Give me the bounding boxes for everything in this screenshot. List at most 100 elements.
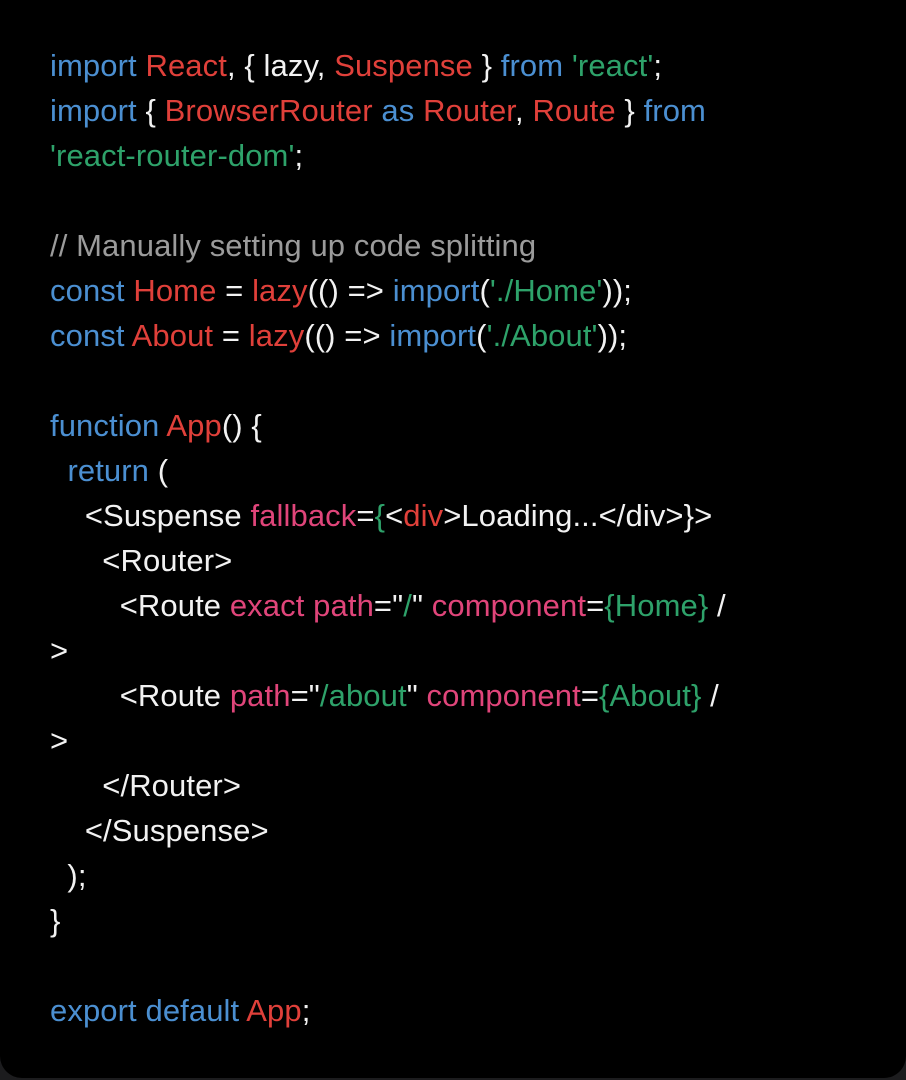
code-token-txt: <Suspense	[50, 498, 251, 533]
code-token-str: './About'	[486, 318, 598, 353]
code-token-txt: ="	[290, 678, 320, 713]
code-token-txt: "	[406, 678, 427, 713]
code-token-txt	[125, 318, 132, 353]
code-line: >	[50, 628, 890, 673]
code-token-id: BrowserRouter	[164, 93, 373, 128]
code-line: }	[50, 898, 890, 943]
code-token-txt: >	[50, 723, 69, 758]
code-token-str: {About}	[599, 678, 702, 713]
code-token-txt: ));	[602, 273, 632, 308]
code-line: >	[50, 718, 890, 763]
code-token-txt: , { lazy,	[226, 48, 335, 83]
code-token-kw: import	[389, 318, 477, 353]
code-token-attr: fallback	[250, 498, 357, 533]
code-token-txt: <Route	[50, 588, 230, 623]
code-token-attr: path	[229, 678, 291, 713]
code-token-attr: component	[426, 678, 581, 713]
code-token-txt: <Router>	[50, 543, 233, 578]
code-token-kw: import	[392, 273, 480, 308]
code-token-txt: "	[411, 588, 432, 623]
code-token-txt: ;	[294, 138, 304, 173]
code-line: <Router>	[50, 538, 890, 583]
code-token-attr: exact	[229, 588, 305, 623]
code-token-id: App	[166, 408, 222, 443]
code-token-txt: =	[580, 678, 600, 713]
code-line: );	[50, 853, 890, 898]
code-token-attr: component	[431, 588, 587, 623]
code-token-txt: ));	[597, 318, 628, 353]
code-token-kw: export	[50, 993, 137, 1028]
code-token-txt	[563, 48, 572, 83]
code-token-txt: }	[615, 93, 644, 128]
code-line: <Suspense fallback={<div>Loading...</div…	[50, 493, 890, 538]
code-token-txt: }	[472, 48, 501, 83]
code-line: <Route exact path="/" component={Home} /	[50, 583, 890, 628]
code-token-txt: </Suspense>	[50, 813, 269, 848]
code-token-txt	[414, 93, 423, 128]
code-line: import React, { lazy, Suspense } from 'r…	[50, 43, 890, 88]
code-token-txt: >Loading...</div>}>	[443, 498, 713, 533]
code-token-id: Router	[423, 93, 515, 128]
code-token-str: './Home'	[489, 273, 603, 308]
code-token-cmt: // Manually setting up code splitting	[50, 228, 537, 263]
code-token-txt: =	[213, 318, 249, 353]
code-token-str: /about	[319, 678, 407, 713]
code-token-txt: (	[149, 453, 169, 488]
code-line: const Home = lazy(() => import('./Home')…	[50, 268, 890, 313]
code-token-attr: path	[313, 588, 374, 623]
code-token-txt	[304, 588, 313, 623]
code-line	[50, 178, 890, 223]
code-token-id: lazy	[248, 318, 305, 353]
code-token-str: 'react-router-dom'	[50, 138, 295, 173]
code-token-txt: ;	[653, 48, 663, 83]
code-token-id: About	[131, 318, 214, 353]
code-token-id: App	[246, 993, 302, 1028]
code-line: function App() {	[50, 403, 890, 448]
code-token-txt: /	[708, 588, 726, 623]
code-token-txt: /	[701, 678, 719, 713]
code-token-id: React	[145, 48, 227, 83]
code-token-txt: >	[50, 633, 69, 668]
code-token-id: Home	[133, 273, 217, 308]
code-token-txt: </Router>	[50, 768, 242, 803]
code-token-txt: (	[476, 318, 487, 353]
code-line: import { BrowserRouter as Router, Route …	[50, 88, 890, 133]
code-token-txt: =	[216, 273, 253, 308]
code-token-txt: );	[50, 858, 87, 893]
code-token-str: {Home}	[604, 588, 709, 623]
code-token-txt: }	[50, 903, 61, 938]
code-token-txt: (() =>	[304, 318, 390, 353]
code-token-txt: =	[356, 498, 375, 533]
code-token-kw: import	[50, 93, 137, 128]
code-token-str: {	[374, 498, 386, 533]
code-token-txt: ,	[515, 93, 533, 128]
code-token-kw: from	[500, 48, 564, 83]
code-line	[50, 943, 890, 988]
code-token-kw: import	[50, 48, 137, 83]
code-line: </Suspense>	[50, 808, 890, 853]
code-line: // Manually setting up code splitting	[50, 223, 890, 268]
code-token-txt: ;	[301, 993, 311, 1028]
code-token-str: 'react'	[571, 48, 654, 83]
code-line: const About = lazy(() => import('./About…	[50, 313, 890, 358]
code-token-id: div	[403, 498, 444, 533]
code-token-txt: <	[385, 498, 404, 533]
code-token-txt	[50, 453, 67, 488]
code-token-id: Route	[532, 93, 616, 128]
code-token-txt: () {	[221, 408, 262, 443]
code-line	[50, 358, 890, 403]
code-token-txt: <Route	[50, 678, 230, 713]
code-token-txt: {	[136, 93, 165, 128]
code-token-txt: ="	[373, 588, 404, 623]
code-token-kw: const	[50, 273, 125, 308]
code-line: return (	[50, 448, 890, 493]
code-token-id: lazy	[252, 273, 308, 308]
code-block: import React, { lazy, Suspense } from 'r…	[50, 43, 890, 1033]
code-token-id: Suspense	[334, 48, 473, 83]
code-token-txt: =	[586, 588, 605, 623]
code-line: export default App;	[50, 988, 890, 1033]
code-line: 'react-router-dom';	[50, 133, 890, 178]
code-token-txt: (() =>	[307, 273, 393, 308]
code-token-str: /	[403, 588, 412, 623]
